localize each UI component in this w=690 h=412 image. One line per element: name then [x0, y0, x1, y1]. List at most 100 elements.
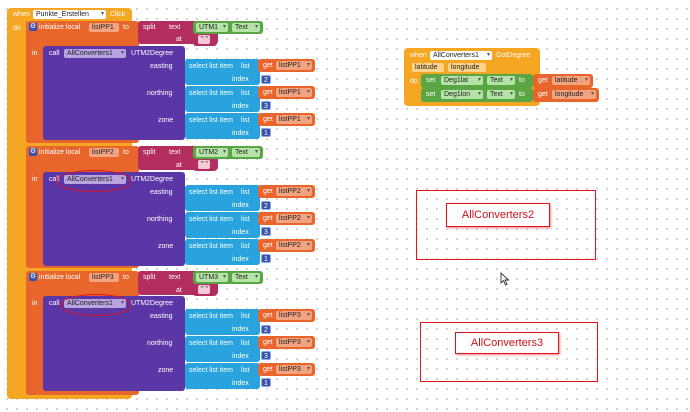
- text-string-value-3[interactable]: " ": [198, 285, 210, 294]
- split-label: split: [143, 149, 156, 156]
- index-number-1a[interactable]: 2: [261, 75, 271, 84]
- procedure-call-block-1[interactable]: [43, 46, 185, 140]
- component-dropdown-utm3[interactable]: UTM3: [196, 273, 228, 282]
- list-label: list: [241, 340, 250, 347]
- component-dropdown-punkte-erstellen[interactable]: Punkte_Erstellen: [33, 10, 106, 19]
- converter-dropdown-1[interactable]: AllConverters1: [64, 49, 126, 58]
- select-list-item-label: select list item: [189, 189, 233, 196]
- get-label: get: [263, 62, 273, 69]
- select-list-item-label: select list item: [189, 243, 233, 250]
- set-keyword: set: [426, 91, 436, 98]
- variable-name-listpp1[interactable]: listPP1: [89, 23, 119, 32]
- get-var-dropdown[interactable]: listPP1: [276, 115, 312, 124]
- select-list-item-block-2b[interactable]: [185, 212, 260, 238]
- param-easting-label: easting: [150, 63, 173, 70]
- method-name-2: UTM2Degree: [131, 176, 174, 183]
- select-list-item-block-3b[interactable]: [185, 336, 260, 362]
- component-dropdown-deg1lat[interactable]: Deg1lat: [441, 76, 483, 85]
- split-text-label: text: [169, 149, 181, 156]
- param-longitude[interactable]: longitude: [448, 63, 486, 72]
- to-keyword: to: [123, 149, 129, 156]
- gear-icon[interactable]: ⚙: [29, 273, 37, 281]
- get-var-dropdown-longitude[interactable]: longitude: [552, 90, 596, 99]
- when-keyword: when: [13, 11, 30, 18]
- select-list-item-block-1a[interactable]: [185, 59, 260, 85]
- in-keyword: in: [32, 300, 38, 307]
- get-label: get: [263, 215, 273, 222]
- component-dropdown-utm2[interactable]: UTM2: [196, 148, 228, 157]
- annotation-ellipse-converter-3: [60, 294, 132, 316]
- index-number-1b[interactable]: 3: [261, 101, 271, 110]
- list-label: list: [241, 313, 250, 320]
- initialize-local-label: initialize local: [39, 274, 81, 281]
- get-var-dropdown[interactable]: listPP1: [276, 61, 312, 70]
- property-dropdown-text[interactable]: Text: [232, 148, 260, 157]
- mouse-cursor-icon: [500, 272, 510, 286]
- get-var-dropdown-latitude[interactable]: latitude: [552, 76, 590, 85]
- select-list-item-block-3a[interactable]: [185, 309, 260, 335]
- gear-icon[interactable]: ⚙: [29, 148, 37, 156]
- param-zone-label: zone: [158, 367, 174, 374]
- select-list-item-block-3c[interactable]: [185, 363, 260, 389]
- index-number-3b[interactable]: 3: [261, 351, 271, 360]
- to-keyword: to: [519, 91, 525, 98]
- index-number-3a[interactable]: 2: [261, 325, 271, 334]
- get-var-dropdown[interactable]: listPP2: [276, 241, 312, 250]
- variable-name-listpp2[interactable]: listPP2: [89, 148, 119, 157]
- method-name-1: UTM2Degree: [131, 50, 174, 57]
- component-dropdown-utm1[interactable]: UTM1: [196, 23, 228, 32]
- index-label: index: [232, 256, 249, 263]
- param-zone-label: zone: [158, 243, 174, 250]
- select-list-item-label: select list item: [189, 340, 233, 347]
- get-var-dropdown[interactable]: listPP2: [276, 214, 312, 223]
- index-label: index: [232, 229, 249, 236]
- index-number-2c[interactable]: 1: [261, 254, 271, 263]
- property-dropdown-text[interactable]: Text: [232, 273, 260, 282]
- component-dropdown-deg1lon[interactable]: Deg1lon: [441, 90, 483, 99]
- get-var-dropdown[interactable]: listPP3: [276, 311, 312, 320]
- select-list-item-label: select list item: [189, 117, 233, 124]
- variable-name-listpp3[interactable]: listPP3: [89, 273, 119, 282]
- param-northing-label: northing: [147, 90, 173, 97]
- in-keyword: in: [32, 50, 38, 57]
- select-list-item-block-2c[interactable]: [185, 239, 260, 265]
- get-var-dropdown[interactable]: listPP3: [276, 338, 312, 347]
- index-label: index: [232, 353, 249, 360]
- component-dropdown-allconverters1[interactable]: AllConverters1: [430, 51, 492, 60]
- to-keyword: to: [519, 77, 525, 84]
- split-text-label: text: [169, 24, 181, 31]
- to-keyword: to: [123, 24, 129, 31]
- param-easting-label: easting: [150, 313, 173, 320]
- property-dropdown-text[interactable]: Text: [487, 90, 515, 99]
- select-list-item-block-1b[interactable]: [185, 86, 260, 112]
- list-label: list: [241, 189, 250, 196]
- get-label: get: [263, 242, 273, 249]
- index-number-1c[interactable]: 1: [261, 128, 271, 137]
- text-string-value-1[interactable]: " ": [198, 35, 210, 44]
- get-label: get: [263, 116, 273, 123]
- do-keyword: do: [410, 78, 418, 85]
- property-dropdown-text[interactable]: Text: [232, 23, 260, 32]
- select-list-item-block-2a[interactable]: [185, 185, 260, 211]
- index-number-3c[interactable]: 1: [261, 378, 271, 387]
- param-latitude[interactable]: latitude: [412, 63, 444, 72]
- get-var-dropdown[interactable]: listPP1: [276, 88, 312, 97]
- list-label: list: [241, 117, 250, 124]
- at-label: at: [176, 36, 182, 43]
- index-number-2b[interactable]: 3: [261, 227, 271, 236]
- property-dropdown-text[interactable]: Text: [487, 76, 515, 85]
- get-label: get: [263, 89, 273, 96]
- initialize-local-label: initialize local: [39, 149, 81, 156]
- get-var-dropdown[interactable]: listPP3: [276, 365, 312, 374]
- text-string-value-2[interactable]: " ": [198, 160, 210, 169]
- gear-icon[interactable]: ⚙: [29, 23, 37, 31]
- select-list-item-label: select list item: [189, 216, 233, 223]
- index-label: index: [232, 103, 249, 110]
- method-name-3: UTM2Degree: [131, 300, 174, 307]
- param-zone-label: zone: [158, 117, 174, 124]
- get-var-dropdown[interactable]: listPP2: [276, 187, 312, 196]
- index-label: index: [232, 326, 249, 333]
- call-keyword: call: [49, 300, 60, 307]
- index-number-2a[interactable]: 2: [261, 201, 271, 210]
- select-list-item-block-1c[interactable]: [185, 113, 260, 139]
